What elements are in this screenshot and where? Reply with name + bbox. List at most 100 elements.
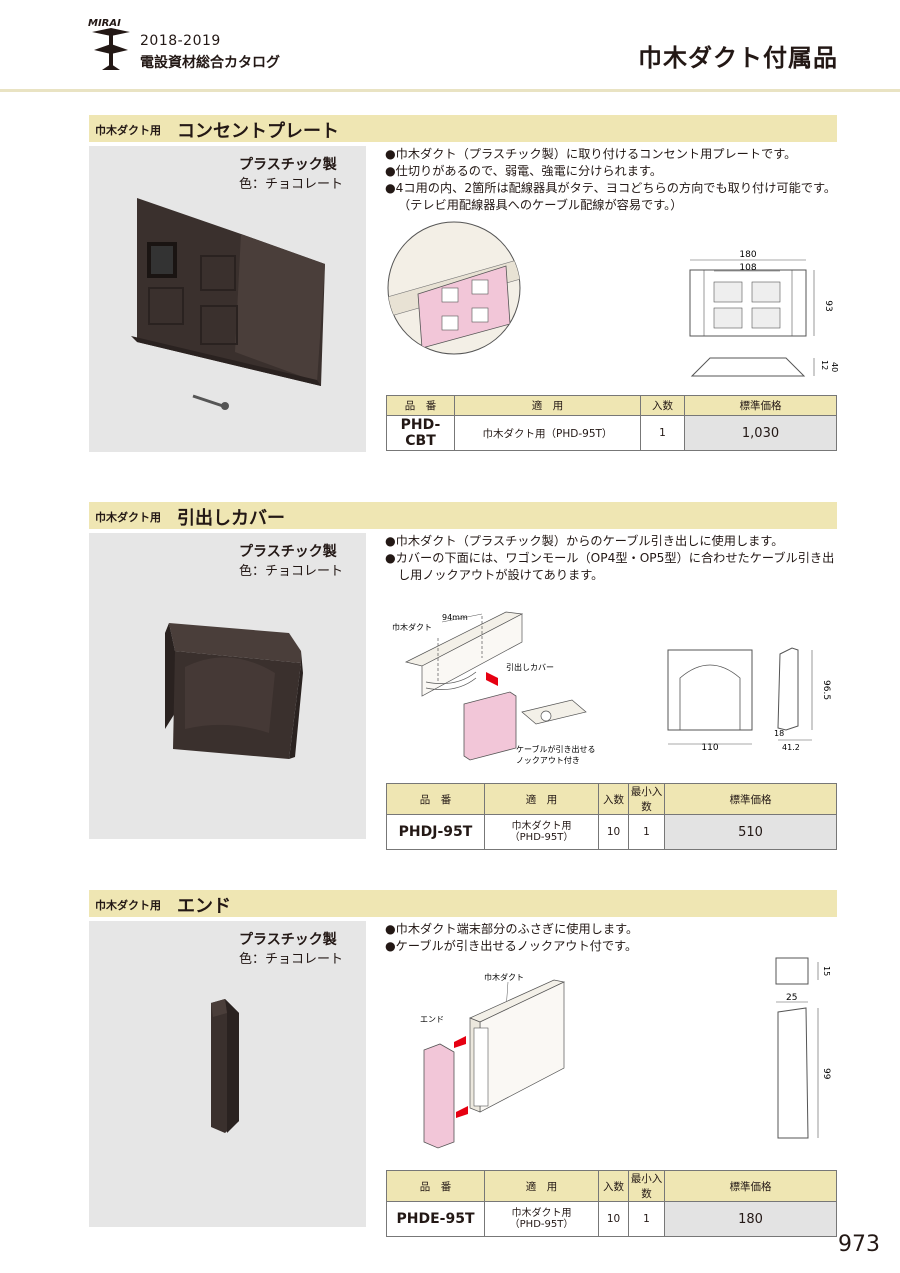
diagram-label: エンド [420,1015,444,1024]
column-header: 品 番 [386,1170,485,1202]
description-item: 巾木ダクト端末部分のふさぎに使用します。 [385,921,845,938]
column-header: 適 用 [454,395,641,416]
outlet-plate-install-illustration [387,221,521,355]
column-header: 品 番 [386,395,455,416]
price-cell: 510 [664,814,837,850]
description-item: 巾木ダクト（プラスチック製）からのケーブル引き出しに使用します。 [385,533,845,550]
material-label: プラスチック製 [239,544,337,560]
quantity-cell: 10 [598,814,629,850]
page-title: 巾木ダクト付属品 [638,44,838,72]
table-row: PHDJ-95T 巾木ダクト用 （PHD-95T） 10 1 510 [386,814,837,850]
diagram-label: 引出しカバー [506,662,554,672]
table-header-row: 品 番 適 用 入数 標準価格 [386,395,837,416]
column-header: 標準価格 [684,395,837,416]
quantity-cell: 10 [598,1201,629,1237]
page-number: 973 [838,1232,880,1257]
column-header: 標準価格 [664,1170,837,1202]
column-header: 入数 [640,395,685,416]
product-code: PHDE-95T [386,1201,485,1237]
column-header: 最小入数 [628,1170,665,1202]
table-header-row: 品 番 適 用 入数 最小入数 標準価格 [386,1170,837,1202]
column-header: 適 用 [484,783,599,815]
column-header: 品 番 [386,783,485,815]
application-cell: 巾木ダクト用 （PHD-95T） [484,1201,599,1237]
dimension-label: 93 [823,300,833,311]
spec-table-outlet-plate: 品 番 適 用 入数 標準価格 PHD-CBT 巾木ダクト用（PHD-95T） … [386,395,837,451]
end-cap-install-illustration: 巾木ダクト エンド [420,972,566,1149]
material-label: プラスチック製 [239,157,337,173]
section-bar-outlet-plate: 巾木ダクト用 コンセントプレート [89,115,837,142]
pullout-cover-image [165,623,303,759]
catalog-name: 電設資材総合カタログ [140,55,280,71]
price-cell: 180 [664,1201,837,1237]
product-photo-pullout-cover: プラスチック製 色：チョコレート [89,533,366,839]
application-line: 巾木ダクト用 [511,821,572,832]
diagram-label: 94mm [442,613,468,622]
outlet-plate-dimension-drawing: 180 108 93 12 40 [689,250,839,377]
product-photo-outlet-plate: プラスチック製 色：チョコレート [89,146,366,452]
dimension-label: 110 [701,743,718,753]
table-row: PHDE-95T 巾木ダクト用 （PHD-95T） 10 1 180 [386,1201,837,1237]
dimension-label: 15 [822,966,831,976]
dimension-label: 40 [830,362,839,372]
table-row: PHD-CBT 巾木ダクト用（PHD-95T） 1 1,030 [386,415,837,451]
end-cap-dimension-drawing: 15 25 99 [775,957,831,1139]
price-cell: 1,030 [684,415,837,451]
color-label: 色：チョコレート [239,952,344,967]
application-line: （PHD-95T） [509,1219,574,1230]
material-label: プラスチック製 [239,932,337,948]
svg-text:MIRAI: MIRAI [88,18,121,29]
section-subtitle: 巾木ダクト用 [95,511,161,524]
section-subtitle: 巾木ダクト用 [95,124,161,137]
dimension-label: 180 [739,250,756,260]
table-header-row: 品 番 適 用 入数 最小入数 標準価格 [386,783,837,815]
column-header: 入数 [598,1170,629,1202]
section-subtitle: 巾木ダクト用 [95,899,161,912]
dimension-label: 96.5 [821,680,831,700]
product-photo-end-cap: プラスチック製 色：チョコレート [89,921,366,1227]
description-list: 巾木ダクト（プラスチック製）からのケーブル引き出しに使用します。 カバーの下面に… [385,533,845,584]
column-header: 最小入数 [628,783,665,815]
description-item: 仕切りがあるので、弱電、強電に分けられます。 [385,163,845,180]
page-header: MIRAI 2018-2019 電設資材総合カタログ 巾木ダクト付属品 [0,0,900,92]
section-bar-end-cap: 巾木ダクト用 エンド [89,890,837,917]
color-label: 色：チョコレート [239,177,344,192]
diagram-label: 巾木ダクト [484,972,524,982]
description-item: 4コ用の内、2箇所は配線器具がタテ、ヨコどちらの方向でも取り付け可能です。（テレ… [385,180,845,214]
dimension-label: 41.2 [782,743,800,752]
min-quantity-cell: 1 [628,814,665,850]
diagram-label: ケーブルが引き出せる [516,744,596,754]
column-header: 標準価格 [664,783,837,815]
description-item: ケーブルが引き出せるノックアウト付です。 [385,938,845,955]
dimension-label: 18 [774,729,784,738]
dimension-label: 12 [820,360,829,370]
pullout-cover-install-illustration: 94mm 巾木ダクト 引出しカバー ケーブルが引き出せる ノックアウト付き [392,611,596,765]
application-cell: 巾木ダクト用 （PHD-95T） [484,814,599,850]
column-header: 入数 [598,783,629,815]
pullout-cover-dimension-drawing: 110 96.5 18 41.2 [667,647,831,753]
section-bar-pullout-cover: 巾木ダクト用 引出しカバー [89,502,837,529]
section-title: コンセントプレート [177,121,339,142]
min-quantity-cell: 1 [628,1201,665,1237]
description-list: 巾木ダクト端末部分のふさぎに使用します。 ケーブルが引き出せるノックアウト付です… [385,921,845,955]
outlet-plate-image [131,198,325,410]
catalog-year: 2018-2019 [140,33,221,49]
section-title: エンド [177,896,231,917]
spec-table-pullout-cover: 品 番 適 用 入数 最小入数 標準価格 PHDJ-95T 巾木ダクト用 （PH… [386,783,837,850]
application-line: （PHD-95T） [509,832,574,843]
dimension-label: 108 [739,263,756,273]
diagram-label: 巾木ダクト [392,622,432,632]
column-header: 適 用 [484,1170,599,1202]
application-cell: 巾木ダクト用（PHD-95T） [454,415,641,451]
dimension-label: 99 [821,1068,831,1080]
description-item: カバーの下面には、ワゴンモール（OP4型・OP5型）に合わせたケーブル引き出し用… [385,550,845,584]
diagram-label: ノックアウト付き [516,755,580,765]
description-item: 巾木ダクト（プラスチック製）に取り付けるコンセント用プレートです。 [385,146,845,163]
header-rule [0,89,900,92]
dimension-label: 25 [786,993,797,1003]
mirai-logo-icon: MIRAI [88,18,130,70]
product-code: PHD-CBT [386,415,455,451]
section-title: 引出しカバー [177,508,285,529]
description-list: 巾木ダクト（プラスチック製）に取り付けるコンセント用プレートです。 仕切りがある… [385,146,845,214]
product-code: PHDJ-95T [386,814,485,850]
